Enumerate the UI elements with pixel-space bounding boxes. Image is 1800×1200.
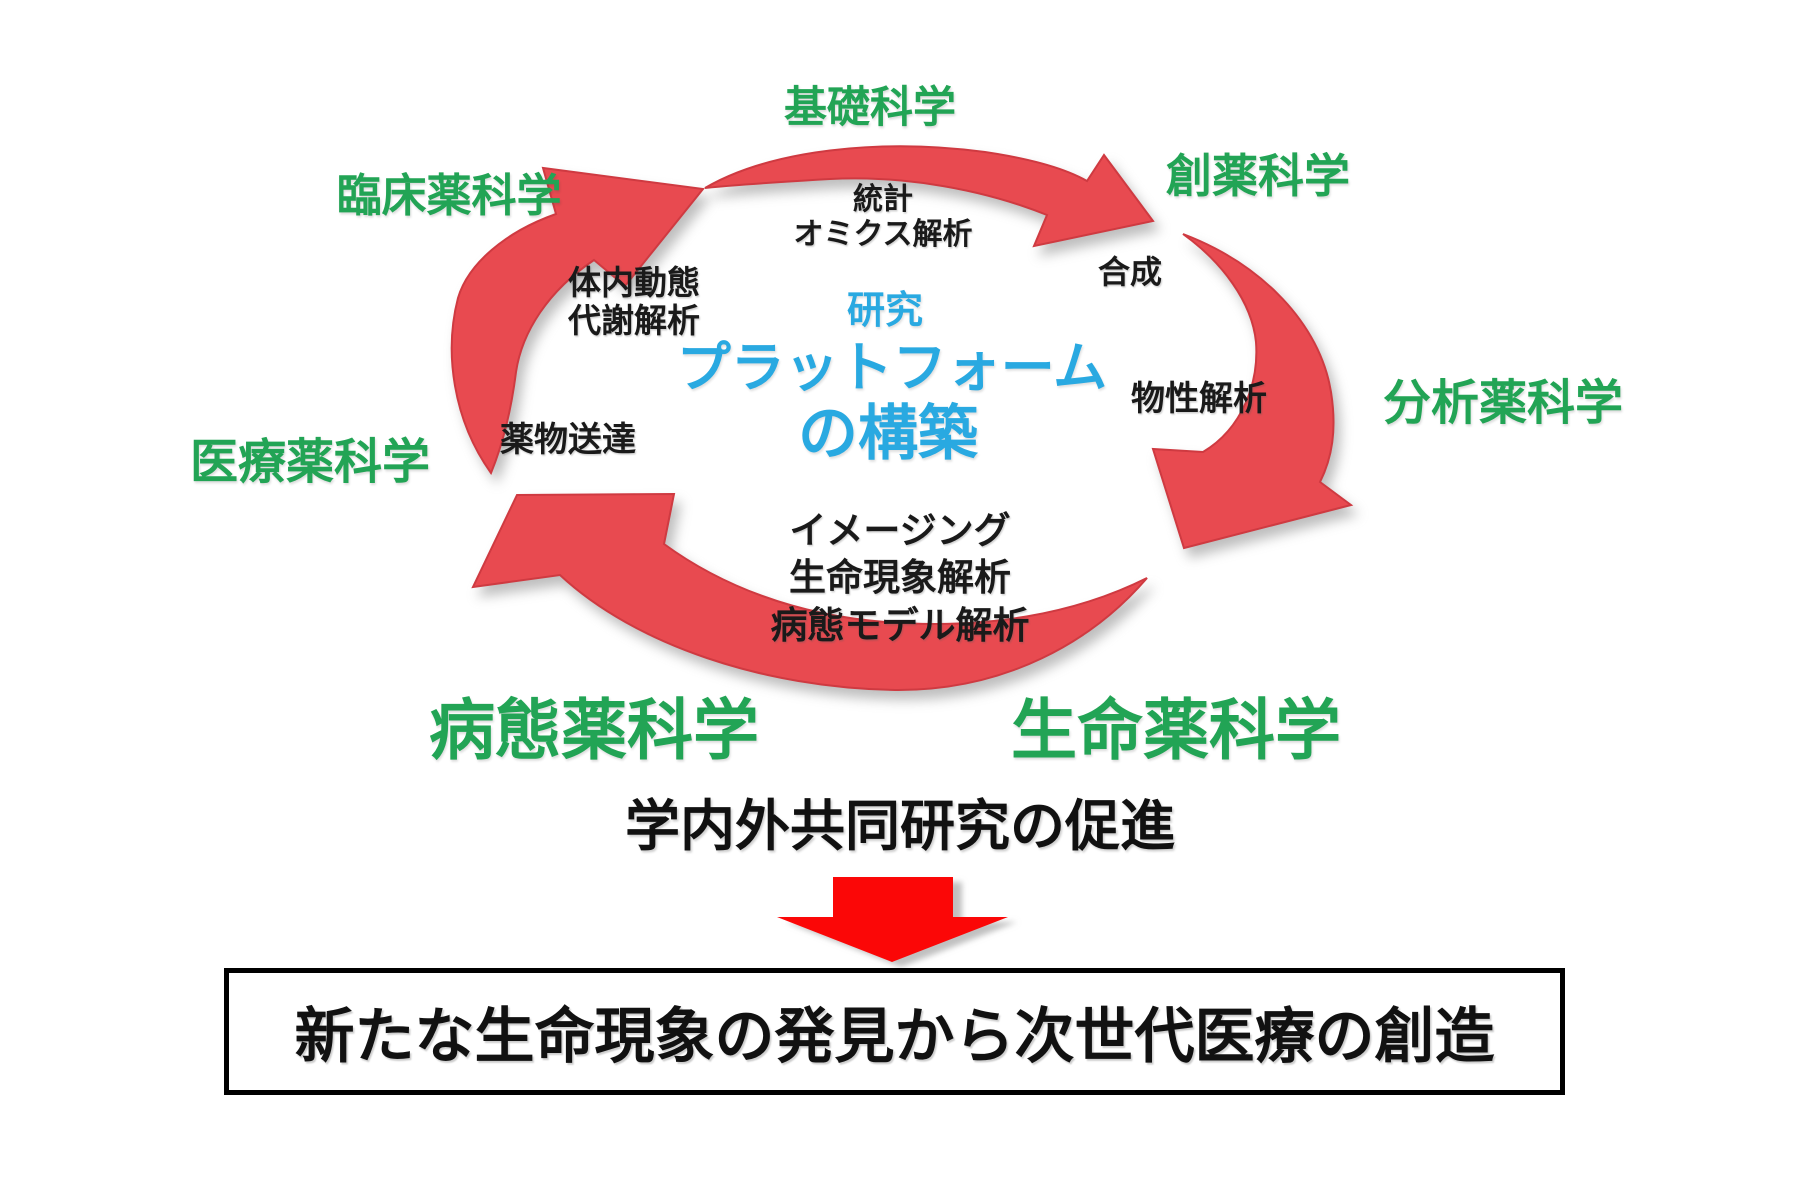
label-clinical-pharmacy: 臨床薬科学 xyxy=(336,170,562,221)
label-bottom-methods: イメージング 生命現象解析 病態モデル解析 xyxy=(771,507,1030,649)
label-basic-science: 基礎科学 xyxy=(784,84,956,132)
label-pathological-pharmacy: 病態薬科学 xyxy=(429,693,759,767)
label-life-pharmacy: 生命薬科学 xyxy=(1011,693,1341,767)
center-title-construction: の構築 xyxy=(798,400,978,467)
cycle-arrow-right-icon xyxy=(1151,233,1354,550)
label-drug-discovery: 創薬科学 xyxy=(1166,150,1350,202)
label-metabolism-analysis: 代謝解析 xyxy=(568,302,700,340)
promotion-text: 学内外共同研究の促進 xyxy=(624,795,1176,857)
label-analytical-pharmacy: 分析薬科学 xyxy=(1382,377,1624,430)
label-synthesis: 合成 xyxy=(1097,254,1163,290)
label-omics-analysis: オミクス解析 xyxy=(793,218,973,252)
label-life-phenomena-analysis: 生命現象解析 xyxy=(789,557,1011,599)
outcome-text: 新たな生命現象の発見から次世代医療の創造 xyxy=(294,1003,1495,1070)
cycle-arrow-top-icon xyxy=(704,145,1155,248)
label-statistics: 統計 xyxy=(852,183,913,216)
label-statistics-omics: 統計 オミクス解析 xyxy=(793,182,972,253)
center-title-research: 研究 xyxy=(846,290,924,332)
down-arrow-icon xyxy=(777,877,1008,962)
center-title-platform: プラットフォーム xyxy=(676,338,1108,398)
cycle-arrow-left-icon xyxy=(450,166,705,476)
label-property-analysis: 物性解析 xyxy=(1131,380,1267,418)
outcome-box: 新たな生命現象の発見から次世代医療の創造 xyxy=(224,968,1565,1095)
label-medical-pharmacy: 医療薬科学 xyxy=(189,436,431,489)
cycle-arrow-bottom-icon xyxy=(471,492,1148,692)
label-pharmacokinetics: 体内動態 代謝解析 xyxy=(568,264,700,341)
label-body-disposition: 体内動態 xyxy=(568,264,700,301)
label-drug-delivery: 薬物送達 xyxy=(500,421,636,459)
label-imaging: イメージング xyxy=(789,510,1011,551)
label-disease-model-analysis: 病態モデル解析 xyxy=(770,604,1030,646)
